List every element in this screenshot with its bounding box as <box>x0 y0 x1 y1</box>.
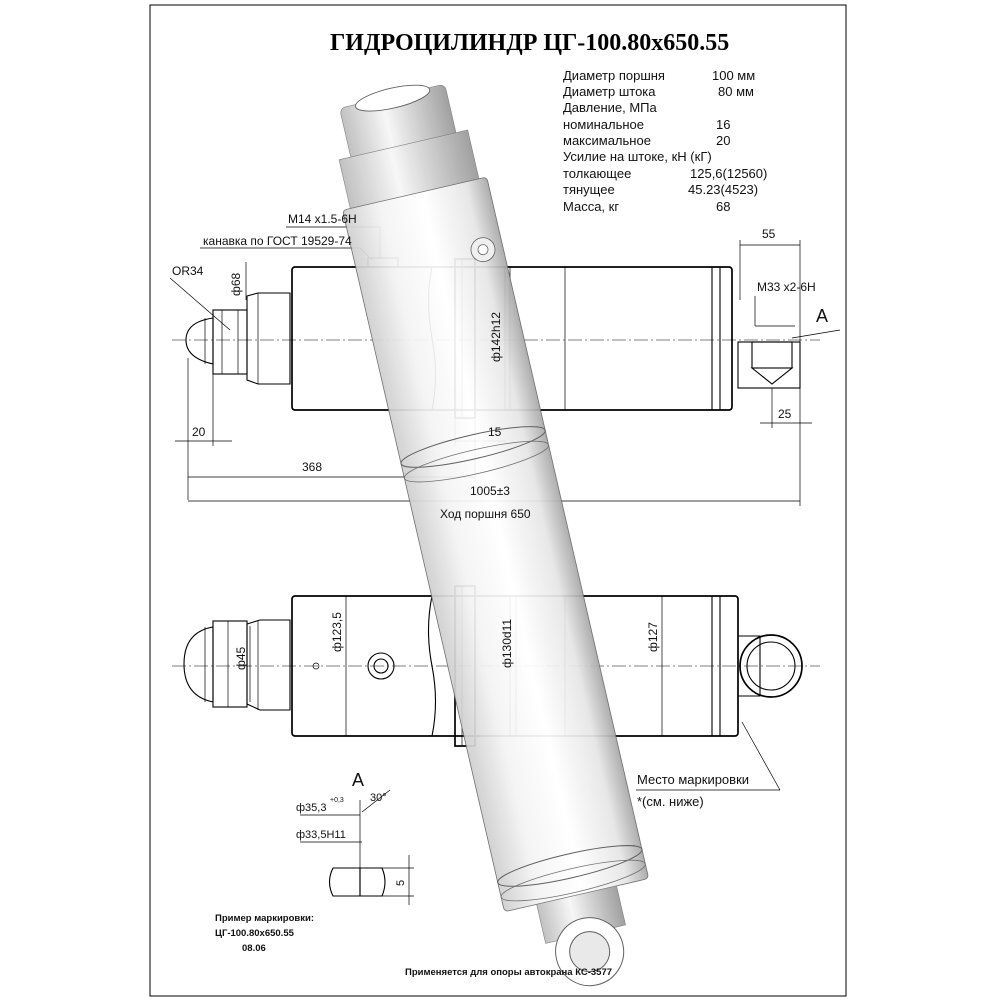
spec-label: Диаметр штока <box>563 84 656 99</box>
dia-45-label: ф45 <box>234 646 248 670</box>
spec-label: Усилие на штоке, кН (кГ) <box>563 149 712 164</box>
dim-25-label: 25 <box>778 407 792 421</box>
drawing-title: ГИДРОЦИЛИНДР ЦГ-100.80х650.55 <box>330 30 729 56</box>
dim-5-label: 5 <box>395 880 407 886</box>
spec-value: 16 <box>716 117 730 132</box>
detail-a-labels: А ф35,3 +0,3 30° ф33,5Н11 5 <box>296 770 407 886</box>
detail-a-title: А <box>352 770 364 790</box>
spec-table: Диаметр поршня 100 мм Диаметр штока 80 м… <box>563 68 767 214</box>
thread-end-label: М33 х2-6Н <box>757 280 816 294</box>
spec-label: Давление, МПа <box>563 100 658 115</box>
angle-label: 30° <box>370 792 387 804</box>
dia-353-label: ф35,3 <box>296 802 326 814</box>
marking-example: Пример маркировки: ЦГ-100.80х650.55 08.0… <box>215 913 314 954</box>
sphere-head <box>185 317 214 365</box>
dia-130-label: ф130d11 <box>500 619 514 668</box>
thread-port-label: М14 х1.5-6Н <box>288 212 357 226</box>
dim-20-label: 20 <box>192 425 206 439</box>
section-a-mark: А <box>816 306 828 326</box>
spec-value: 125,6(12560) <box>690 166 767 181</box>
dim-55-label: 55 <box>762 227 776 241</box>
spec-value: 20 <box>716 133 730 148</box>
spec-label: тянущее <box>563 182 615 197</box>
spec-label: толкающее <box>563 166 631 181</box>
marking-place-label: Место маркировки <box>637 772 749 787</box>
dia-335-label: ф33,5Н11 <box>296 829 346 841</box>
top-dimension-labels: М14 х1.5-6Н канавка по ГОСТ 19529-74 OR3… <box>172 212 828 521</box>
dim-15-label: 15 <box>488 425 502 439</box>
marking-note-label: *(см. ниже) <box>637 794 704 809</box>
stroke-label: Ход поршня 650 <box>440 507 531 521</box>
spec-label: номинальное <box>563 117 644 132</box>
bottom-dimension-labels: ф45 ф123,5 ф130d11 ф127 Место маркировки… <box>234 612 749 809</box>
dia-142-label: ф142h12 <box>489 312 503 362</box>
spec-label: Диаметр поршня <box>563 68 665 83</box>
spec-value: 68 <box>716 199 730 214</box>
dia-127-label: ф127 <box>646 622 660 652</box>
detail-a <box>300 789 414 905</box>
marking-example-title: Пример маркировки: <box>215 913 314 924</box>
marking-example-code: ЦГ-100.80х650.55 <box>215 928 295 939</box>
spec-value: 100 мм <box>712 68 755 83</box>
groove-note-label: канавка по ГОСТ 19529-74 <box>203 234 352 248</box>
dia-123-label: ф123,5 <box>330 612 344 652</box>
tolerance-label: +0,3 <box>330 797 344 804</box>
sphere-radius-label: OR34 <box>172 264 204 278</box>
dim-368-label: 368 <box>302 460 322 474</box>
cylinder-3d-overlay <box>338 84 649 987</box>
footer-note: Применяется для опоры автокрана КС-3577 <box>405 967 612 978</box>
spec-label: максимальное <box>563 133 651 148</box>
dim-total-label: 1005±3 <box>470 484 510 498</box>
spec-label: Масса, кг <box>563 199 619 214</box>
spec-value: 45.23(4523) <box>688 182 758 197</box>
dia-68-label: ф68 <box>229 272 243 296</box>
sphere-head-bottom <box>183 626 214 703</box>
marking-example-date: 08.06 <box>242 943 266 954</box>
spec-value: 80 мм <box>718 84 754 99</box>
